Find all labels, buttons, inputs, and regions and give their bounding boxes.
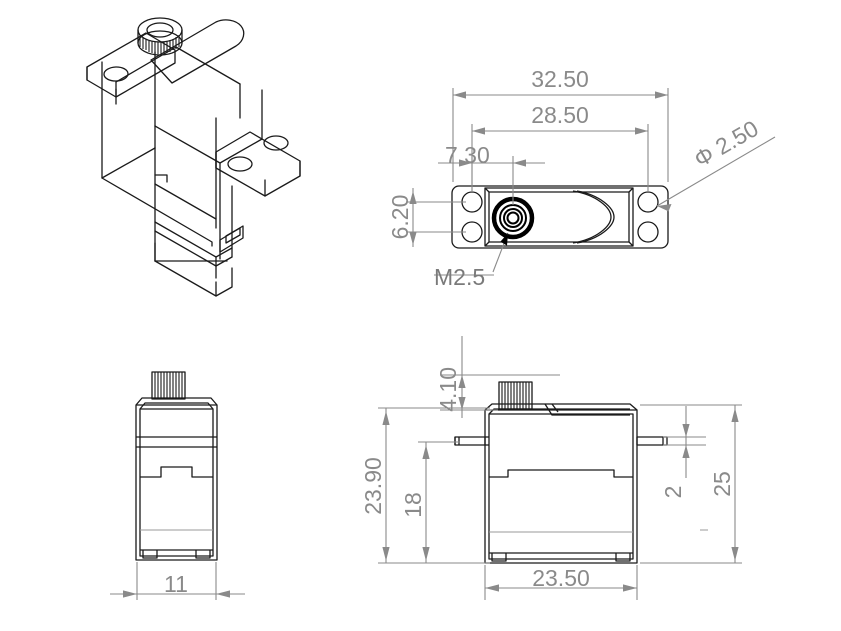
leader-dia-2-50	[656, 136, 776, 212]
dim-label-18: 18	[400, 492, 426, 518]
dim-label-28-50: 28.50	[531, 102, 589, 128]
dim-6-20	[406, 188, 466, 247]
dim-label-2: 2	[660, 486, 686, 499]
dim-11	[110, 562, 245, 600]
dim-18	[396, 441, 490, 564]
dim-label-23-90: 23.90	[360, 457, 386, 515]
dim-label-11: 11	[164, 571, 188, 597]
dim-2	[663, 406, 706, 478]
dim-label-m2-5: M2.5	[434, 264, 485, 290]
dim-label-4-10: 4.10	[435, 367, 461, 412]
dim-label-7-30: 7.30	[445, 142, 490, 168]
dim-label-dia-2-50: Φ 2.50	[690, 115, 763, 172]
leader-m2-5	[434, 232, 509, 276]
dim-23-90	[378, 407, 490, 564]
dim-label-23-50: 23.50	[532, 565, 590, 591]
dim-label-6-20: 6.20	[387, 195, 413, 240]
dim-28-50	[471, 124, 649, 192]
dim-label-32-50: 32.50	[531, 66, 589, 92]
dim-32-50	[452, 88, 669, 182]
dim-4-10	[440, 336, 560, 418]
dim-7-30	[438, 156, 545, 205]
dim-23-50	[484, 565, 638, 600]
dim-label-25: 25	[709, 471, 735, 497]
dim-25	[640, 404, 742, 564]
